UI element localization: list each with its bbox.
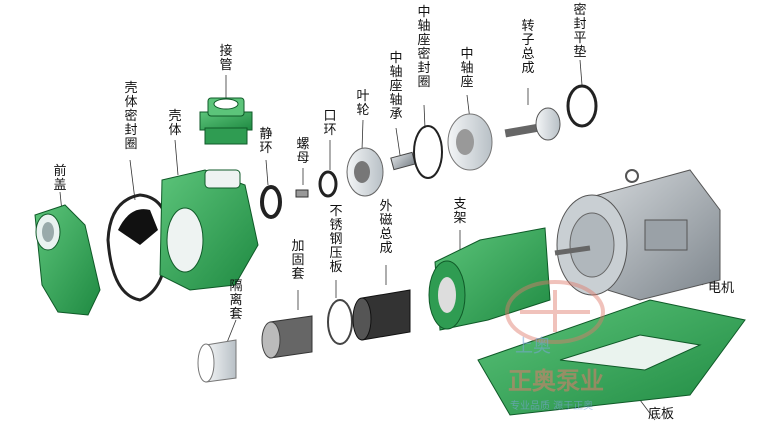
label-base-plate: 底板 — [648, 407, 675, 422]
front-cover-part — [34, 204, 101, 316]
casing-seal-part — [106, 193, 170, 302]
label-casing: 壳体 — [168, 109, 182, 138]
mouth-ring-part — [318, 170, 338, 198]
mid-seat-bearing-part — [390, 151, 416, 171]
label-motor: 电机 — [708, 281, 735, 296]
steel-plate-part — [327, 299, 353, 345]
bracket-part — [428, 227, 551, 331]
watermark-glyph: 上奥 — [515, 336, 551, 357]
label-mid-seat-seal: 中轴座密封圈 — [417, 5, 431, 90]
seal-gasket-part — [566, 84, 598, 128]
watermark-logo — [505, 280, 605, 344]
label-mouth-ring: 口环 — [323, 109, 337, 138]
base-plate-part — [477, 299, 746, 416]
label-mid-seat-bearing: 中轴座轴承 — [389, 51, 403, 122]
label-bracket: 支架 — [453, 197, 467, 226]
label-isolation-sleeve: 隔离套 — [229, 279, 243, 322]
casing-part — [159, 169, 259, 291]
label-seal-gasket: 密封平垫 — [573, 3, 587, 60]
motor-part — [554, 169, 721, 301]
static-ring-part — [260, 185, 282, 219]
label-casing-seal: 壳体密封圈 — [124, 81, 138, 152]
reinforce-sleeve-part — [261, 315, 313, 359]
mid-seat-part — [447, 113, 493, 171]
label-reinforce-sleeve: 加固套 — [291, 239, 305, 282]
connector-part — [199, 97, 253, 145]
watermark-slogan: 专业品质 源于正奥 — [510, 401, 594, 412]
label-rotor-assembly: 转子总成 — [521, 19, 535, 76]
label-static-ring: 静环 — [259, 127, 273, 156]
label-outer-magnet: 外磁总成 — [379, 199, 393, 256]
nut-part — [295, 189, 309, 198]
label-nut: 螺母 — [296, 137, 310, 166]
rotor-assembly-part — [504, 107, 561, 141]
isolation-sleeve-part — [197, 339, 237, 383]
label-mid-seat: 中轴座 — [460, 47, 474, 90]
mid-seat-seal-part — [413, 125, 443, 179]
label-connector: 接管 — [219, 44, 233, 73]
label-impeller: 叶轮 — [356, 89, 370, 118]
outer-magnet-part — [352, 289, 411, 341]
impeller-part — [346, 147, 384, 197]
label-front-cover: 前盖 — [53, 164, 67, 193]
watermark-brand: 正奥泵业 — [508, 367, 604, 395]
label-steel-plate: 不锈钢压板 — [329, 204, 343, 275]
